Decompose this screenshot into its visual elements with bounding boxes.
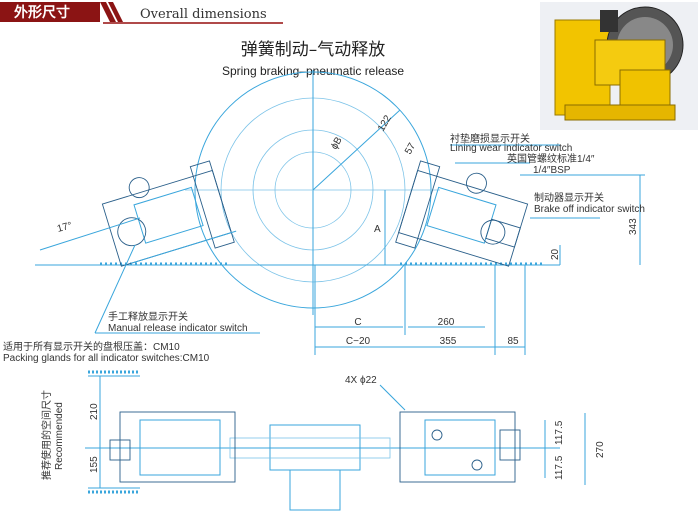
label-bsp-en: 1/4″BSP bbox=[533, 165, 571, 176]
header-slash bbox=[100, 2, 116, 22]
label-packing-cn: 适用于所有显示开关的盘根压盖：CM10 bbox=[3, 340, 180, 353]
dim-holes: 4X ϕ22 bbox=[345, 375, 377, 386]
header-title-en: Overall dimensions bbox=[140, 7, 267, 22]
header-slash bbox=[108, 2, 123, 22]
label-lining-cn: 衬垫磨损显示开关 bbox=[450, 132, 530, 145]
label-manual-cn: 手工释放显示开关 bbox=[108, 310, 188, 323]
dim-85: 85 bbox=[507, 336, 519, 347]
dim-343: 343 bbox=[628, 218, 639, 235]
brake-disc bbox=[185, 70, 440, 315]
dim-57: 57 bbox=[403, 141, 418, 157]
dim-210: 210 bbox=[89, 403, 100, 420]
dim-355: 355 bbox=[440, 336, 457, 347]
label-bsp-cn: 英国管螺纹标准1/4″ bbox=[507, 152, 595, 165]
section-header: 外形尺寸 Overall dimensions bbox=[0, 2, 283, 24]
product-photo bbox=[540, 2, 698, 130]
dim-20: 20 bbox=[550, 248, 561, 260]
ground-line bbox=[35, 262, 560, 266]
label-recommended-en: Recommended bbox=[54, 402, 65, 470]
label-lining-en: Lining wear indicator switch bbox=[450, 143, 572, 154]
dim-A: A bbox=[374, 224, 381, 235]
dim-270: 270 bbox=[595, 441, 606, 458]
header-bar bbox=[0, 2, 100, 22]
label-recommended-cn: 推荐使用的空间尺寸 bbox=[40, 390, 53, 480]
dim-122: 122 bbox=[376, 113, 394, 133]
dim-117-5-top: 117.5 bbox=[554, 420, 565, 445]
dim-117-5-bottom: 117.5 bbox=[554, 455, 565, 480]
drawing-title-cn: 弹簧制动–气动释放 bbox=[241, 40, 386, 60]
dim-260: 260 bbox=[438, 317, 455, 328]
label-brakeoff-en: Brake off indicator switch bbox=[534, 204, 645, 215]
left-brake bbox=[101, 160, 237, 267]
dim-C20: C−20 bbox=[346, 336, 371, 347]
dim-C: C bbox=[354, 317, 361, 328]
dimension-lines bbox=[94, 144, 645, 355]
dim-angle: 17° bbox=[56, 220, 73, 235]
plan-view bbox=[85, 370, 586, 511]
header-underline bbox=[103, 22, 283, 24]
dim-155: 155 bbox=[89, 456, 100, 473]
label-manual-en: Manual release indicator switch bbox=[108, 323, 248, 334]
header-title-cn: 外形尺寸 bbox=[14, 4, 70, 21]
label-brakeoff-cn: 制动器显示开关 bbox=[534, 191, 604, 204]
dim-phiB: ϕB bbox=[329, 135, 345, 151]
right-brake bbox=[395, 160, 529, 267]
label-packing-en: Packing glands for all indicator switche… bbox=[3, 353, 210, 364]
